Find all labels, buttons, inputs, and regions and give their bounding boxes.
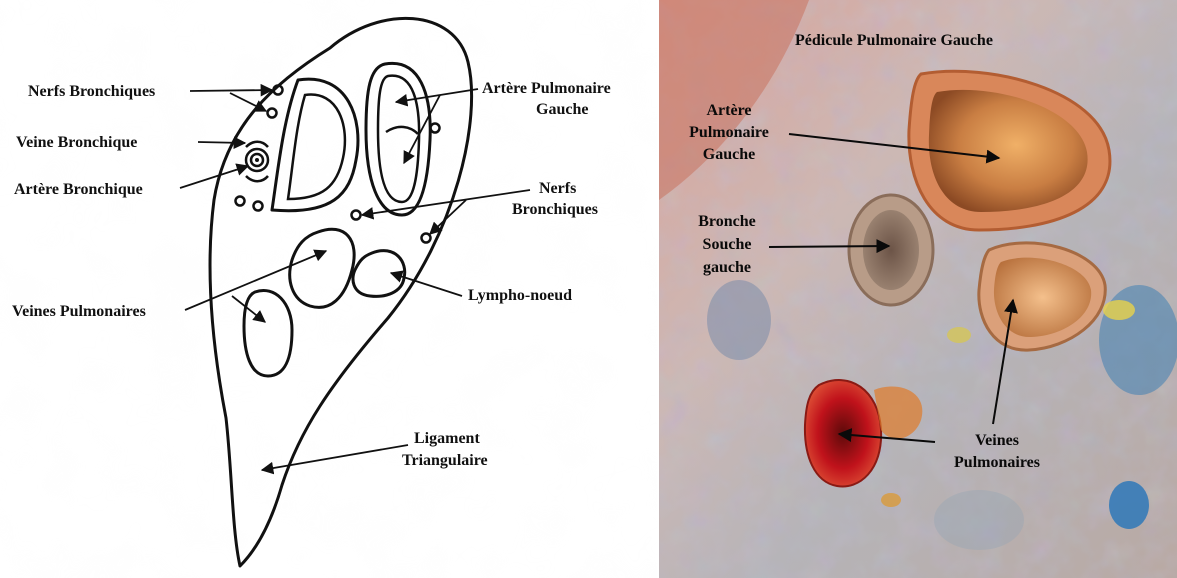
photo-label-artere-2: Pulmonaire: [689, 124, 769, 141]
label-nerfs-bronchiques-right-2: Bronchiques: [512, 201, 598, 218]
dissection-photo: Pédicule Pulmonaire Gauche Artère Pulmon…: [659, 0, 1177, 578]
photo-label-artere-1: Artère: [707, 102, 752, 119]
photo-label-bronche-1: Bronche: [698, 213, 755, 230]
label-veine-bronchique: Veine Bronchique: [16, 134, 137, 151]
photo-arrow-bronche: [769, 246, 889, 247]
label-ligament-2: Triangulaire: [402, 452, 488, 469]
label-lympho-noeud: Lympho-noeud: [468, 287, 572, 304]
dissection-photo-panel: Pédicule Pulmonaire Gauche Artère Pulmon…: [659, 0, 1177, 578]
fat-spot-3: [881, 493, 901, 507]
fat-spot-2: [947, 327, 971, 343]
photo-label-bronche-3: gauche: [703, 259, 751, 276]
label-ligament-1: Ligament: [414, 430, 480, 447]
grey-patch: [934, 490, 1024, 550]
label-nerfs-bronchiques-top: Nerfs Bronchiques: [28, 83, 155, 100]
photo-label-veines-2: Pulmonaires: [954, 454, 1040, 471]
label-nerfs-bronchiques-right-1: Nerfs: [539, 180, 576, 197]
schematic-drawing-panel: Nerfs Bronchiques Veine Bronchique Artèr…: [0, 0, 657, 578]
photo-label-bronche-2: Souche: [703, 236, 752, 253]
label-veines-pulmonaires: Veines Pulmonaires: [12, 303, 146, 320]
bronchial-artery-center: [255, 158, 259, 162]
label-artere-pulmonaire-1: Artère Pulmonaire: [482, 80, 611, 97]
photo-pulmonary-vein-lower: [805, 380, 881, 486]
arrow-veine-bronchique: [198, 142, 245, 143]
arrow-nerfs-top-1: [190, 90, 272, 91]
blue-patch-3: [707, 280, 771, 360]
schematic-drawing: Nerfs Bronchiques Veine Bronchique Artèr…: [0, 0, 657, 578]
photo-title: Pédicule Pulmonaire Gauche: [795, 32, 993, 49]
photo-bronchus-lumen: [863, 210, 919, 290]
label-artere-pulmonaire-2: Gauche: [536, 101, 588, 118]
photo-label-artere-3: Gauche: [703, 146, 755, 163]
label-artere-bronchique: Artère Bronchique: [14, 181, 143, 198]
photo-label-veines-1: Veines: [975, 432, 1019, 449]
blue-patch-2: [1109, 481, 1149, 529]
fat-spot-1: [1103, 300, 1135, 320]
